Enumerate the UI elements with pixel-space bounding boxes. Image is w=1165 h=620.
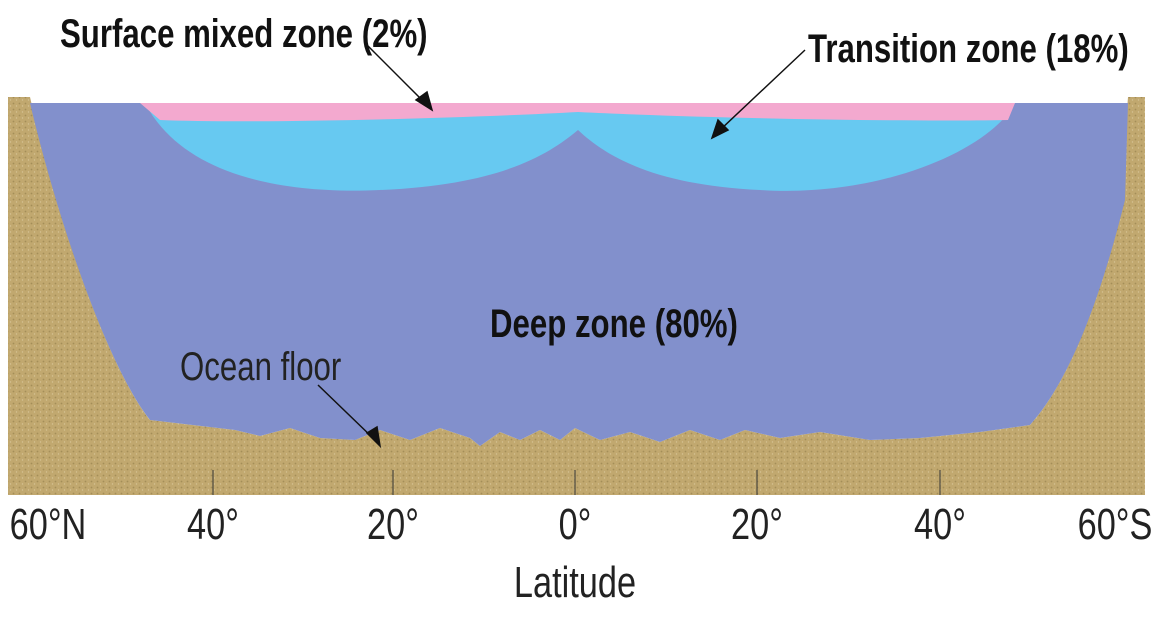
surface-pointer-arrowhead (414, 90, 434, 112)
surface-zone-label: Surface mixed zone (2%) (60, 12, 428, 56)
tick-label-0: 0° (558, 500, 592, 549)
transition-zone-label: Transition zone (18%) (808, 27, 1129, 71)
tick-label-40s: 40° (914, 500, 966, 549)
axis-title: Latitude (513, 558, 637, 607)
seafloor (8, 97, 1145, 495)
deep-zone (30, 103, 1128, 446)
tick-label-20s: 20° (731, 500, 783, 549)
ocean-floor-label: Ocean floor (180, 345, 342, 389)
surface-mixed-zone (140, 103, 1015, 122)
transition-pointer-arrowhead (710, 118, 730, 140)
tick-label-60n: 60°N (9, 500, 87, 549)
deep-zone-label: Deep zone (80%) (490, 302, 738, 346)
floor-pointer-arrowhead (365, 425, 382, 449)
floor-pointer-line (317, 384, 376, 441)
transition-pointer-line (719, 49, 806, 131)
surface-pointer-line (366, 44, 426, 104)
tick-label-20n: 20° (367, 500, 419, 549)
tick-label-60s: 60°S (1077, 500, 1153, 549)
transition-zone (145, 103, 1015, 191)
tick-label-40n: 40° (187, 500, 239, 549)
